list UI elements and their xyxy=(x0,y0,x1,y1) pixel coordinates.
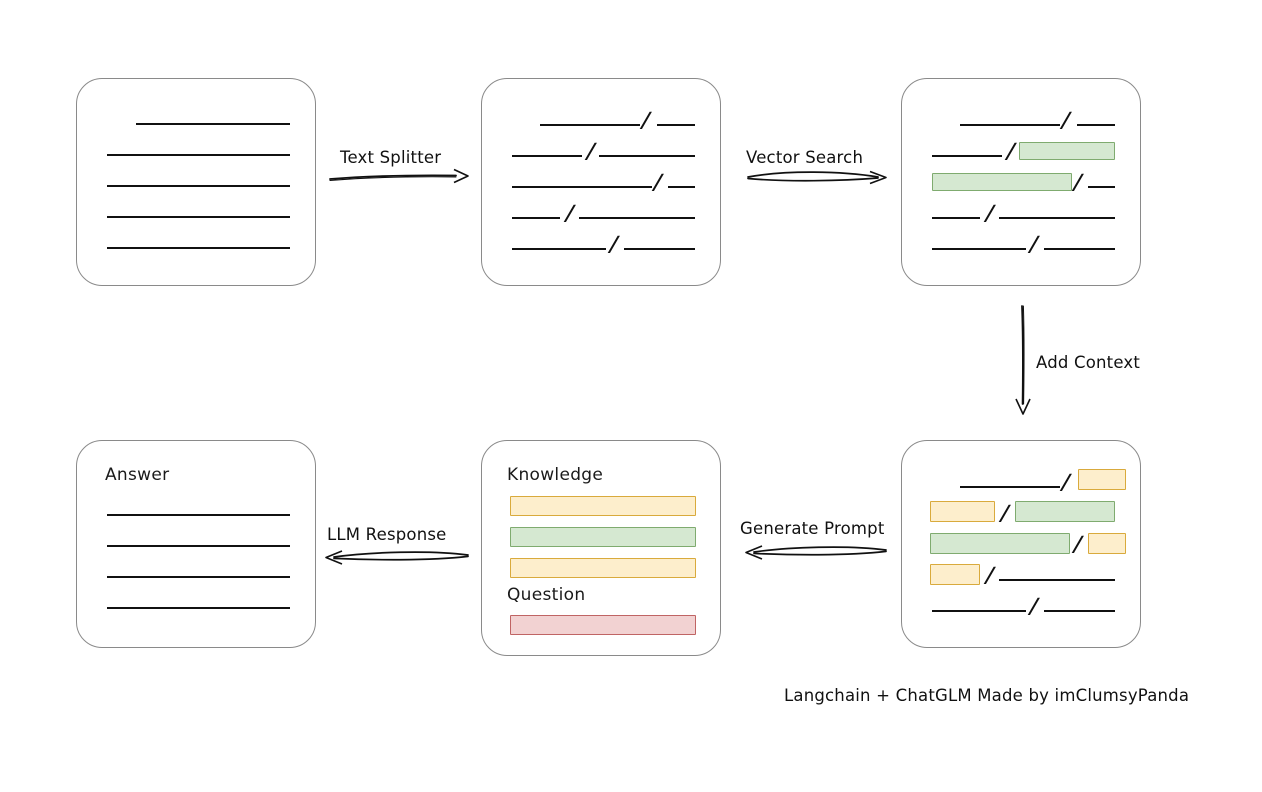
chunk-line xyxy=(624,248,695,250)
arrow-label-add-context: Add Context xyxy=(1036,353,1141,372)
answer-line xyxy=(107,576,290,578)
arrow-label-generate-prompt: Generate Prompt xyxy=(740,519,885,538)
chunk-line xyxy=(512,155,582,157)
chunk-line xyxy=(579,217,695,219)
chunk-line xyxy=(540,124,640,126)
chunk-line xyxy=(1044,610,1115,612)
knowledge-bar-yellow[interactable] xyxy=(510,558,696,578)
context-chunk-yellow[interactable] xyxy=(930,564,980,585)
arrow-vector-search xyxy=(747,170,887,185)
chunk-line xyxy=(657,124,695,126)
chunk-line xyxy=(960,486,1060,488)
chunk-line xyxy=(932,217,980,219)
arrow-label-vector-search: Vector Search xyxy=(746,148,864,167)
context-chunks-box[interactable]: / / / / / xyxy=(901,440,1141,648)
slash-separator: / xyxy=(653,169,663,194)
slash-separator: / xyxy=(1029,231,1039,256)
arrow-add-context xyxy=(1015,305,1031,415)
matched-chunk-green[interactable] xyxy=(932,173,1072,191)
chunk-line xyxy=(1077,124,1115,126)
answer-line xyxy=(107,514,290,516)
arrow-llm-response xyxy=(325,550,469,565)
slash-separator: / xyxy=(1061,469,1071,494)
question-label: Question xyxy=(507,585,586,605)
chunk-line xyxy=(932,610,1026,612)
context-chunk-green[interactable] xyxy=(1015,501,1115,522)
slash-separator: / xyxy=(1006,138,1016,163)
context-chunk-green[interactable] xyxy=(930,533,1070,554)
chunk-line xyxy=(1044,248,1115,250)
context-chunk-yellow[interactable] xyxy=(1088,533,1126,554)
answer-line xyxy=(107,607,290,609)
prompt-box[interactable]: Knowledge Question xyxy=(481,440,721,656)
chunk-line xyxy=(512,217,560,219)
slash-separator: / xyxy=(586,138,596,163)
chunk-line xyxy=(512,186,652,188)
arrow-generate-prompt xyxy=(745,545,887,560)
document-line xyxy=(107,247,290,249)
context-chunk-yellow[interactable] xyxy=(1078,469,1126,490)
chunk-line xyxy=(932,248,1026,250)
document-line xyxy=(136,123,290,125)
chunk-line xyxy=(1088,186,1115,188)
arrow-text-splitter xyxy=(329,168,469,184)
document-line xyxy=(107,185,290,187)
matched-chunks-box[interactable]: / / / / / xyxy=(901,78,1141,286)
matched-chunk-green[interactable] xyxy=(1019,142,1115,160)
slash-separator: / xyxy=(609,231,619,256)
answer-line xyxy=(107,545,290,547)
knowledge-bar-green[interactable] xyxy=(510,527,696,547)
slash-separator: / xyxy=(1073,531,1083,556)
slash-separator: / xyxy=(1029,593,1039,618)
knowledge-bar-yellow[interactable] xyxy=(510,496,696,516)
chunk-line xyxy=(932,155,1002,157)
knowledge-label: Knowledge xyxy=(507,465,604,485)
chunk-line xyxy=(668,186,695,188)
slash-separator: / xyxy=(1000,500,1010,525)
arrow-label-llm-response: LLM Response xyxy=(327,525,447,544)
document-line xyxy=(107,216,290,218)
footer-credit: Langchain + ChatGLM Made by imClumsyPand… xyxy=(784,686,1190,705)
question-bar-red[interactable] xyxy=(510,615,696,635)
context-chunk-yellow[interactable] xyxy=(930,501,995,522)
slash-separator: / xyxy=(565,200,575,225)
answer-box[interactable]: Answer xyxy=(76,440,316,648)
split-chunks-box[interactable]: / / / / / xyxy=(481,78,721,286)
chunk-line xyxy=(999,217,1115,219)
chunk-line xyxy=(960,124,1060,126)
slash-separator: / xyxy=(641,107,651,132)
chunk-line xyxy=(999,579,1115,581)
document-line xyxy=(107,154,290,156)
chunk-line xyxy=(599,155,695,157)
chunk-line xyxy=(512,248,606,250)
arrow-label-text-splitter: Text Splitter xyxy=(340,148,442,167)
answer-label: Answer xyxy=(105,465,170,485)
source-document-box[interactable] xyxy=(76,78,316,286)
slash-separator: / xyxy=(985,562,995,587)
slash-separator: / xyxy=(1061,107,1071,132)
slash-separator: / xyxy=(1073,169,1083,194)
slash-separator: / xyxy=(985,200,995,225)
